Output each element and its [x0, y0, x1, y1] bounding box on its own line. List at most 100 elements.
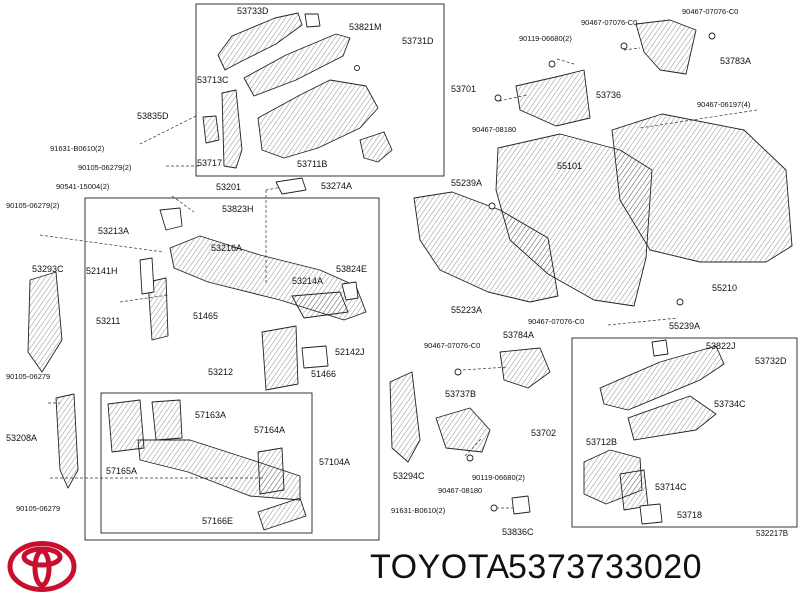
label-53208A: 53208A [6, 433, 38, 443]
fastener-icon [488, 202, 496, 210]
label-53784A: 53784A [503, 330, 535, 340]
label-53732D: 53732D [755, 356, 787, 366]
label-53783A: 53783A [720, 56, 752, 66]
part-53274A-clip [275, 177, 307, 195]
toyota-logo-icon [7, 541, 77, 592]
part-53718-bracket [639, 503, 663, 525]
label-90467-07076-C0-f: 90467-07076-C0 [424, 341, 481, 350]
label-90467-07076-C0-a: 90467-07076-C0 [581, 18, 638, 27]
part-57163A-bracket [151, 399, 183, 441]
label-90467-08180-b: 90467-08180 [438, 486, 483, 495]
label-53274A: 53274A [321, 181, 353, 191]
fastener-icon [454, 368, 462, 376]
part-53732D-panel [599, 345, 725, 411]
label-90467-08180-a: 90467-08180 [472, 125, 517, 134]
label-52141H: 52141H [86, 266, 118, 276]
part-53737B-panel [435, 407, 491, 453]
label-90105-06279-2b: 90105-06279(2) [6, 201, 60, 210]
fastener-icon [466, 454, 474, 462]
label-53824E: 53824E [336, 264, 368, 274]
label-53712B: 53712B [586, 437, 618, 447]
diagram-code: 53221​7B [756, 529, 789, 538]
part-53783A-bracket [635, 19, 697, 75]
label-51466: 51466 [311, 369, 337, 379]
label-91631-B0610-2b: 91631-B0610(2) [391, 506, 446, 515]
part-53717-bracket [202, 115, 220, 144]
label-55239A-b: 55239A [669, 321, 701, 331]
label-53294C: 53294C [393, 471, 425, 481]
part-53711B-panel [257, 79, 379, 159]
frame-radiator-support [84, 197, 380, 541]
part-53711-bracket [359, 131, 393, 163]
label-51465: 51465 [193, 311, 219, 321]
part-53733D-panel [217, 12, 303, 71]
label-57165A: 57165A [106, 466, 138, 476]
label-57163A: 57163A [195, 410, 227, 420]
part-53211-side [147, 277, 169, 341]
frame-right-apron [571, 337, 798, 528]
part-53294C-shield [389, 371, 421, 463]
label-53216A: 53216A [211, 243, 243, 253]
part-53784A-bracket [499, 347, 551, 389]
label-53835D: 53835D [137, 111, 169, 121]
part-53208A-post [55, 393, 79, 489]
fastener-icon [490, 504, 498, 512]
label-53718: 53718 [677, 510, 703, 520]
label-90105-06279-2a: 90105-06279(2) [78, 163, 132, 172]
frame-lower-support [100, 392, 313, 534]
label-57104A: 57104A [319, 457, 351, 467]
label-53734C: 53734C [714, 399, 746, 409]
label-57164A: 57164A [254, 425, 286, 435]
fastener-icon [548, 60, 556, 68]
label-53836C: 53836C [502, 527, 534, 537]
label-53201: 53201 [216, 182, 242, 192]
part-53713C-brace [221, 89, 243, 169]
part-53214A-bracket [291, 291, 349, 319]
fastener-icon [620, 42, 628, 50]
label-55210: 55210 [712, 283, 738, 293]
part-52142J-bracket [301, 345, 329, 369]
part-number: 5373733020 [508, 548, 703, 586]
label-53713C: 53713C [197, 75, 229, 85]
label-90105-06279-c: 90105-06279 [6, 372, 51, 381]
part-53821M-clip [304, 13, 321, 28]
part-53212-side [261, 325, 299, 391]
part-53824E-clip [341, 281, 359, 301]
part-53731D-panel [243, 33, 351, 97]
fastener-icon [494, 94, 502, 102]
part-53736-panel [515, 69, 591, 127]
label-53823H: 53823H [222, 204, 254, 214]
label-55223A: 55223A [451, 305, 483, 315]
part-57164A-bracket [257, 447, 285, 495]
leader-lines [39, 47, 758, 509]
label-53736: 53736 [596, 90, 622, 100]
group-frames [84, 3, 798, 541]
part-53822J-clip [651, 339, 669, 357]
label-53213A: 53213A [98, 226, 130, 236]
label-53702: 53702 [531, 428, 557, 438]
fastener-icon [676, 298, 684, 306]
label-90119-06680-2b: 90119-06680(2) [472, 473, 525, 482]
label-53737B: 53737B [445, 389, 477, 399]
part-53836C-clip [511, 495, 531, 515]
label-53717: 53717 [197, 158, 223, 168]
label-91631-B0610-2: 91631-B0610(2) [50, 144, 105, 153]
parts [27, 12, 793, 531]
label-53701: 53701 [451, 84, 477, 94]
part-57165A-bracket [107, 399, 145, 453]
fastener-icon [354, 65, 360, 71]
part-53293C-shield [27, 271, 63, 373]
label-53714C: 53714C [655, 482, 687, 492]
label-53733D: 53733D [237, 6, 269, 16]
label-90119-06680-2a: 90119-06680(2) [519, 34, 572, 43]
label-53293C: 53293C [32, 264, 64, 274]
label-53731D: 53731D [402, 36, 434, 46]
label-90467-06197-4: 90467-06197(4) [697, 100, 751, 109]
label-53711B: 53711B [297, 159, 328, 169]
label-57166E: 57166E [202, 516, 234, 526]
part-53213A-brace [159, 207, 183, 231]
label-55239A-a: 55239A [451, 178, 483, 188]
part-57166E-bracket [257, 497, 307, 531]
brand-name: TOYOTA [370, 548, 510, 586]
